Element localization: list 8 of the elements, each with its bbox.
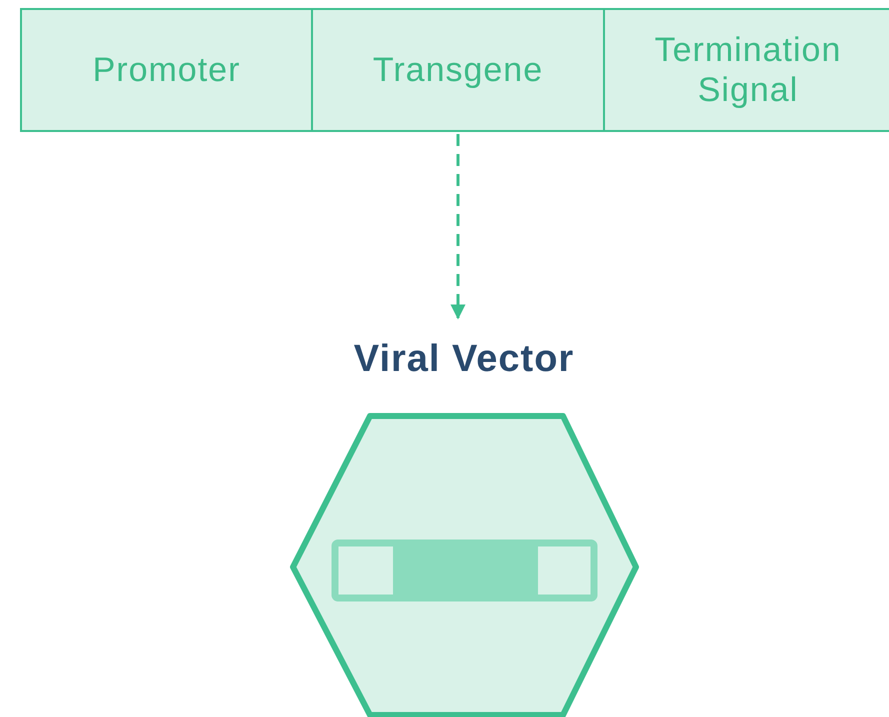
sequence-segment: [20, 8, 313, 132]
sequence-segment: [311, 8, 605, 132]
vector-heading: Viral Vector: [352, 338, 576, 381]
segment-label: Promoter: [92, 50, 240, 90]
segment-label: Termination Signal: [654, 30, 842, 110]
segment-label: Transgene: [372, 50, 544, 90]
dashed-arrow: [450, 134, 466, 320]
sequence-segment: [603, 8, 889, 132]
